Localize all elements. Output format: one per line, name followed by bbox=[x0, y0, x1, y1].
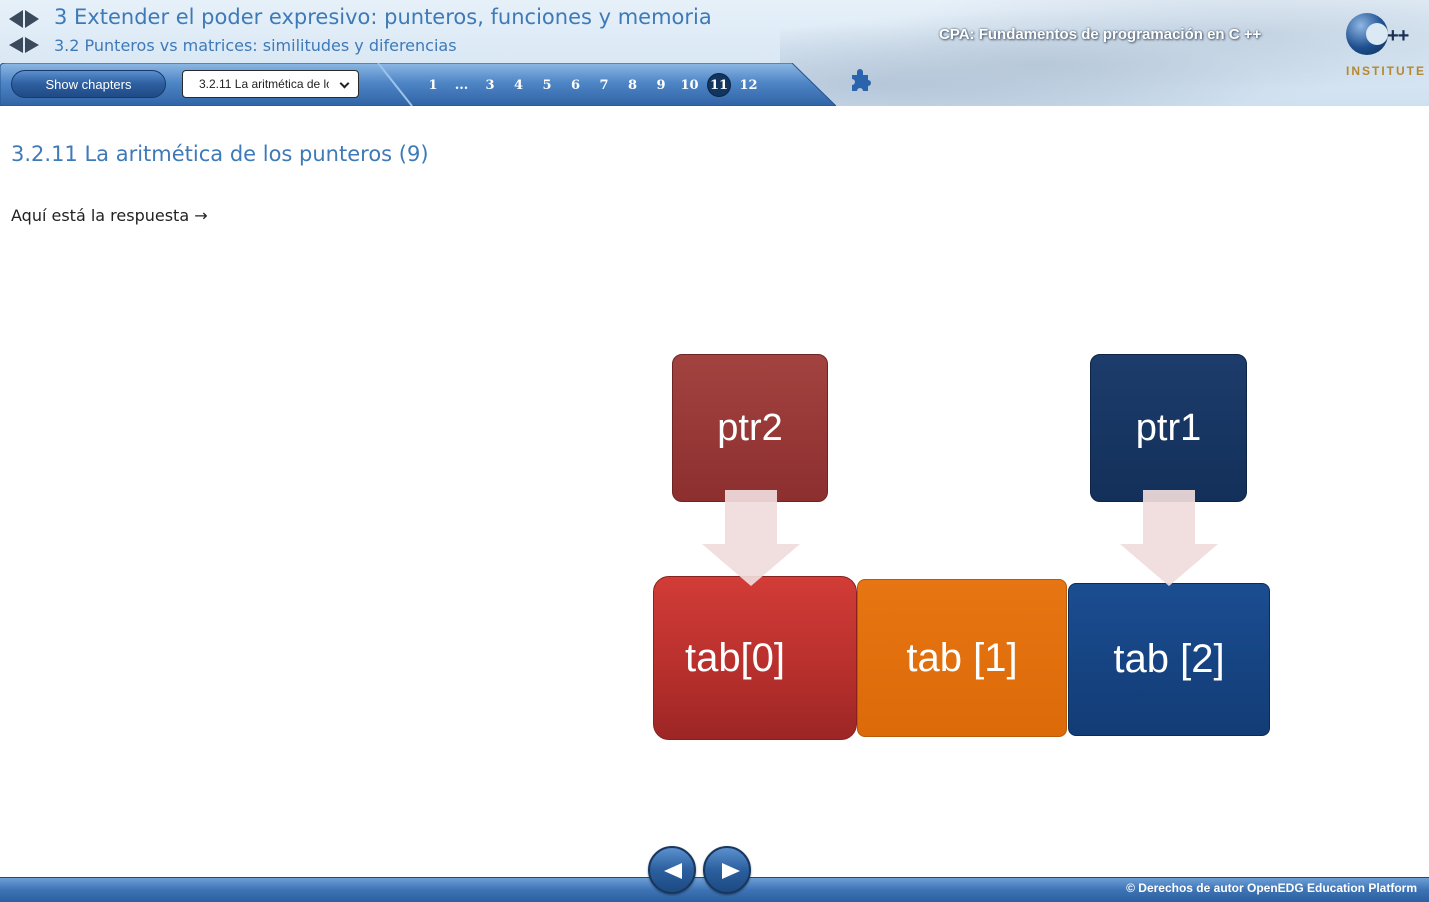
prev-arrow-icon bbox=[664, 863, 682, 879]
header-background-photo bbox=[780, 0, 1429, 106]
intro-text: Aquí está la respuesta → bbox=[11, 206, 208, 225]
page-link[interactable]: 12 bbox=[739, 77, 758, 93]
section-title[interactable]: 3.2 Punteros vs matrices: similitudes y … bbox=[54, 36, 457, 55]
ptr2-down-arrow-icon bbox=[702, 490, 800, 586]
chapter-nav-arrows bbox=[9, 10, 39, 28]
course-title: CPA: Fundamentos de programación en C ++ bbox=[939, 26, 1262, 43]
toolbar: Show chapters 3.2.11 La aritmética de lo… bbox=[0, 63, 836, 106]
page-link[interactable]: 4 bbox=[513, 77, 524, 93]
ptr2-box: ptr2 bbox=[672, 354, 828, 502]
chapter-title[interactable]: 3 Extender el poder expresivo: punteros,… bbox=[54, 5, 712, 29]
ptr1-label: ptr1 bbox=[1135, 406, 1202, 449]
next-arrow-icon bbox=[722, 863, 740, 879]
previous-page-button[interactable] bbox=[648, 846, 696, 894]
page-link[interactable]: 3 bbox=[485, 77, 495, 93]
tab0-box: tab[0] bbox=[653, 576, 857, 740]
page-link[interactable]: 9 bbox=[656, 77, 666, 93]
ptr1-box: ptr1 bbox=[1090, 354, 1247, 502]
page-title: 3.2.11 La aritmética de los punteros (9) bbox=[11, 142, 429, 166]
globe-icon bbox=[1346, 13, 1388, 55]
chevron-right-icon[interactable] bbox=[25, 10, 39, 28]
copyright-text: © Derechos de autor OpenEDG Education Pl… bbox=[1126, 881, 1417, 895]
ptr2-label: ptr2 bbox=[717, 406, 783, 449]
page-link[interactable]: 7 bbox=[599, 77, 609, 93]
tab2-label: tab [2] bbox=[1113, 637, 1225, 681]
next-page-button[interactable] bbox=[703, 846, 751, 894]
chevron-down-icon bbox=[339, 78, 350, 89]
section-select-value: 3.2.11 La aritmética de los punteros (9) bbox=[199, 77, 329, 91]
show-chapters-button[interactable]: Show chapters bbox=[11, 70, 166, 98]
page-link[interactable]: 10 bbox=[680, 77, 699, 93]
page-link[interactable]: 11 bbox=[707, 73, 731, 97]
chevron-left-icon[interactable] bbox=[9, 37, 23, 53]
section-select[interactable]: 3.2.11 La aritmética de los punteros (9) bbox=[182, 70, 359, 98]
section-nav-arrows bbox=[9, 37, 39, 53]
page-link[interactable]: 1 bbox=[428, 77, 438, 93]
cpp-institute-logo: ++ INSTITUTE bbox=[1344, 12, 1424, 82]
ptr1-down-arrow-icon bbox=[1120, 490, 1218, 586]
tab0-label: tab[0] bbox=[684, 635, 786, 680]
page-pagination: 1... 3 4 5 6 7 8 9 10 11 12 bbox=[422, 73, 766, 97]
page-link[interactable]: 6 bbox=[570, 77, 581, 93]
chevron-left-icon[interactable] bbox=[9, 10, 23, 28]
logo-plus-text: ++ bbox=[1387, 25, 1409, 47]
page-link[interactable]: 8 bbox=[627, 77, 638, 93]
tab1-label: tab [1] bbox=[906, 635, 1018, 680]
header: 3 Extender el poder expresivo: punteros,… bbox=[0, 0, 1429, 106]
tab1-box: tab [1] bbox=[857, 579, 1067, 737]
page-ellipsis: ... bbox=[454, 77, 469, 93]
chevron-right-icon[interactable] bbox=[25, 37, 39, 53]
puzzle-icon[interactable] bbox=[848, 69, 874, 95]
tab2-box: tab [2] bbox=[1068, 583, 1270, 736]
page-link[interactable]: 5 bbox=[542, 77, 552, 93]
logo-institute-text: INSTITUTE bbox=[1346, 64, 1426, 78]
